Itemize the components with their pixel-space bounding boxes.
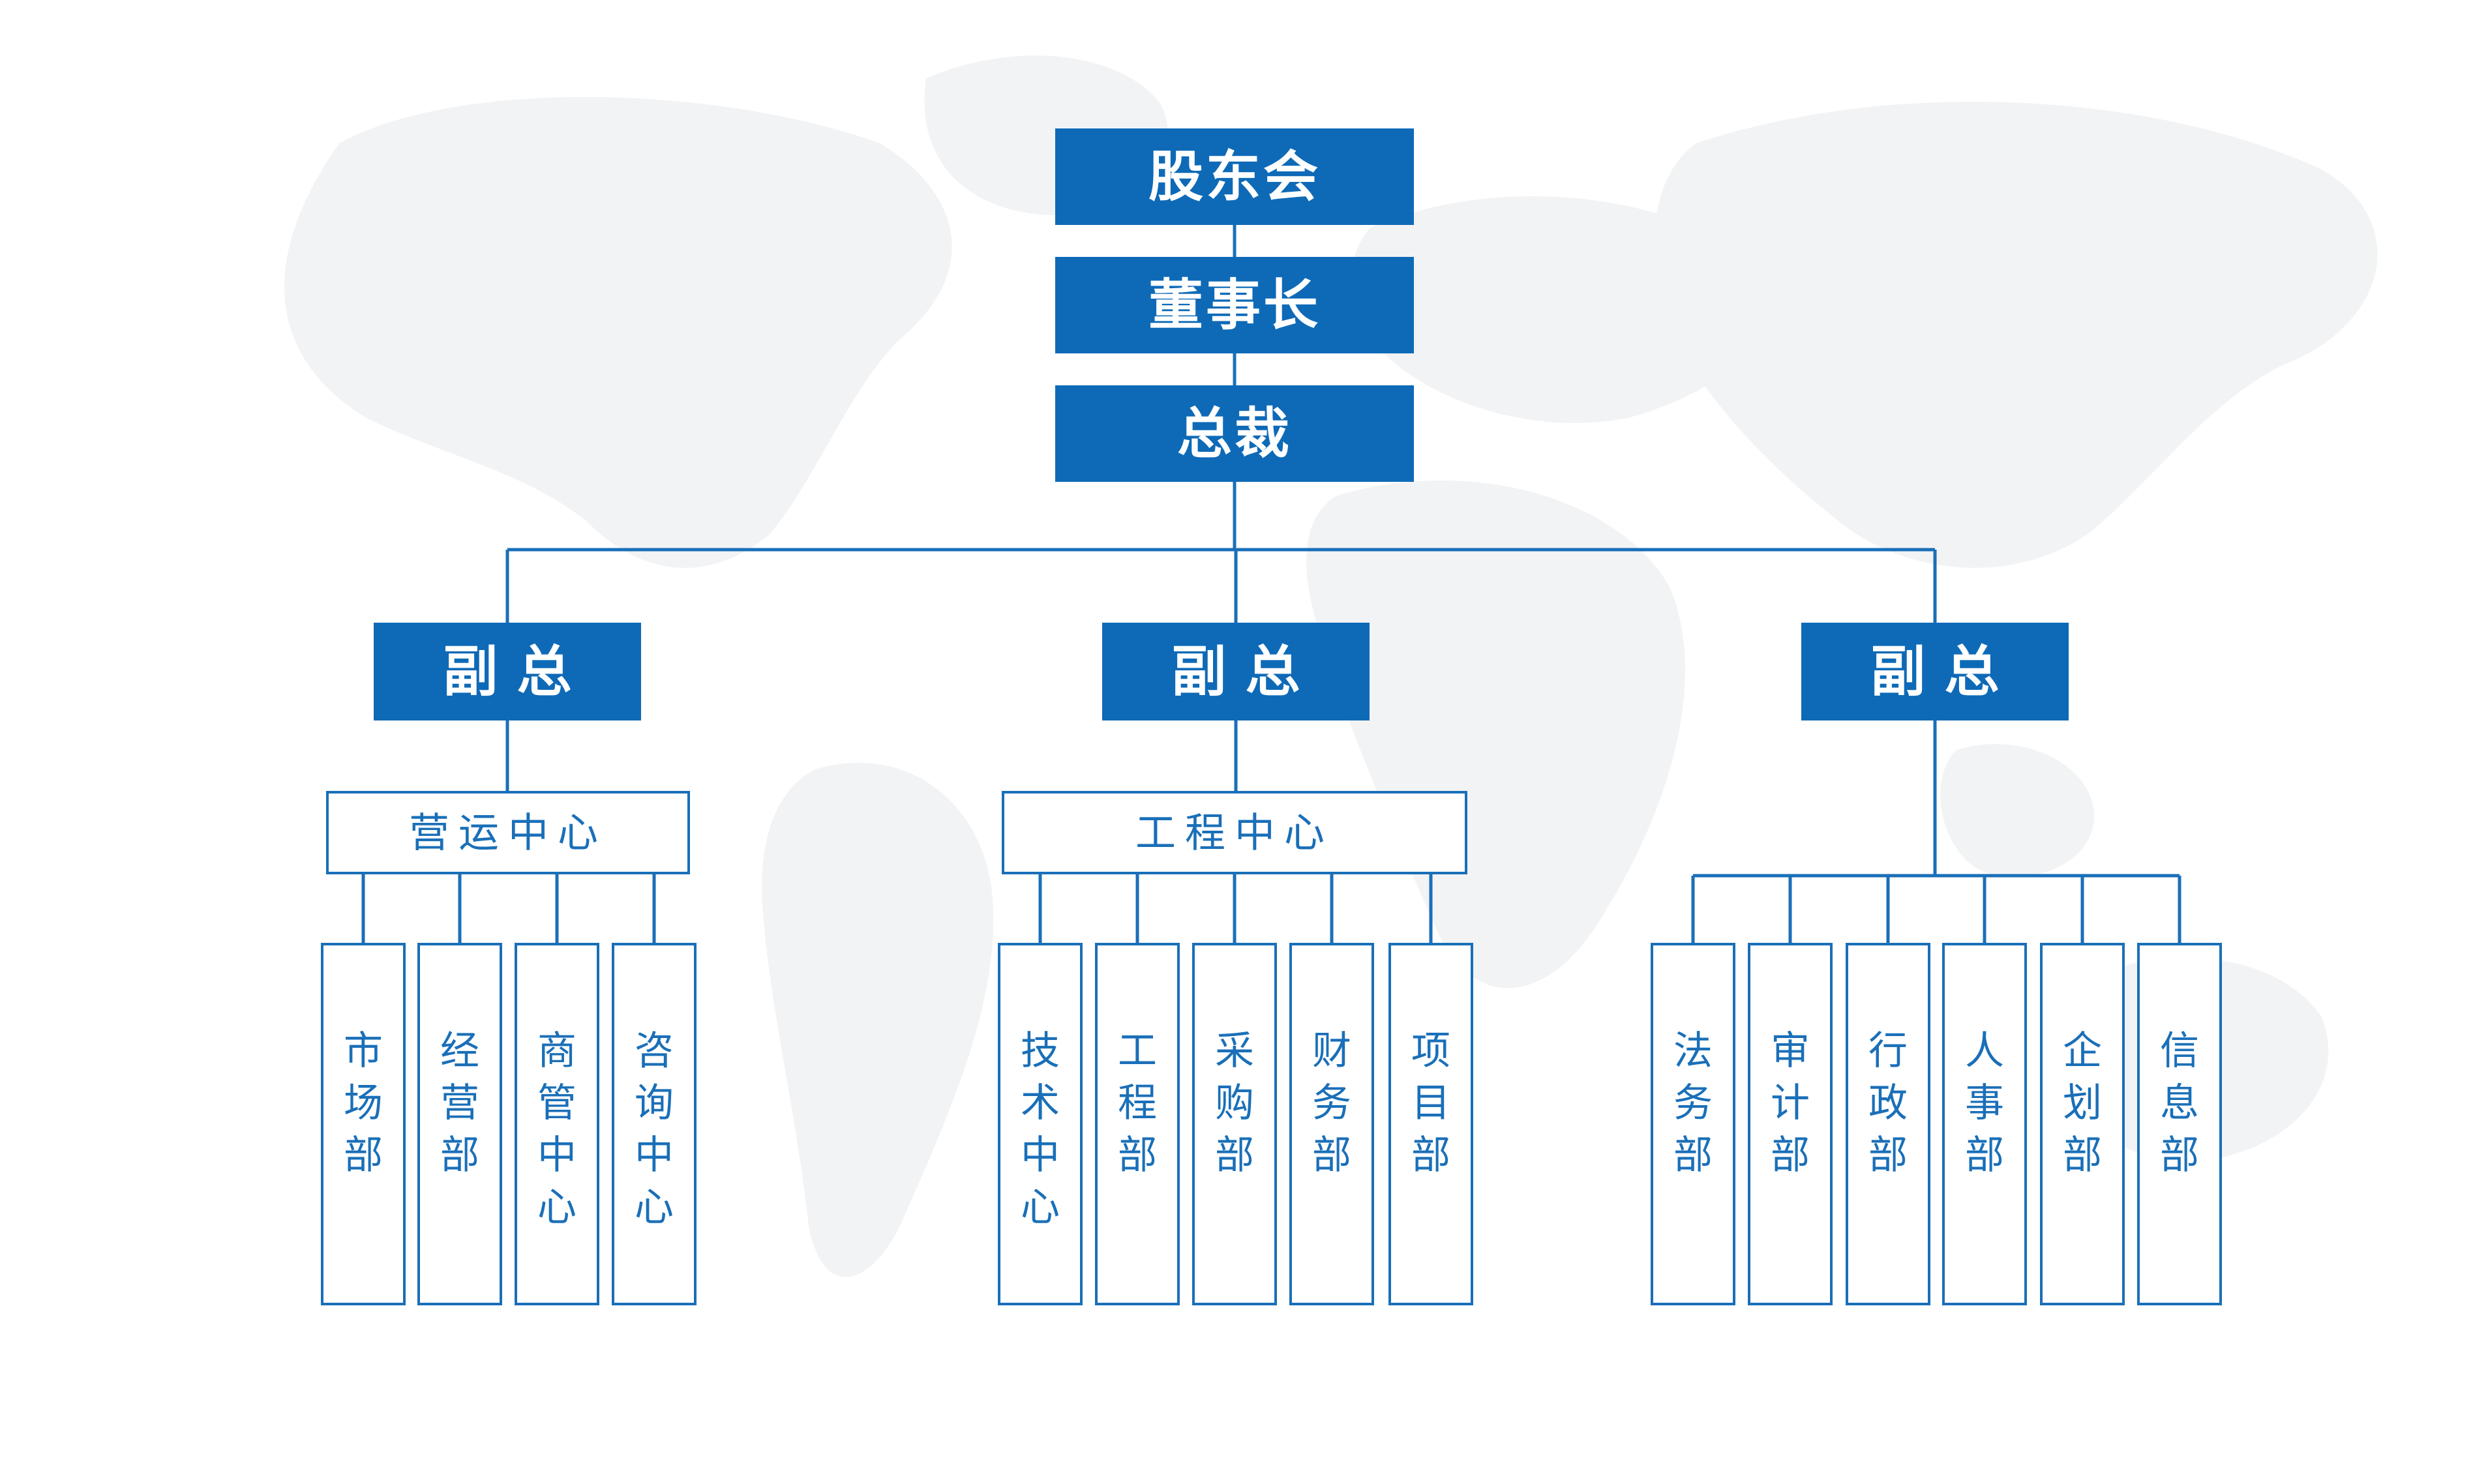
dept-box-middle-4: [1289, 943, 1374, 1305]
dept-node-middle-4: 财务部: [1289, 943, 1374, 1305]
center-box-middle: [1002, 791, 1467, 874]
chairman-label: 董事长: [1148, 273, 1321, 337]
dept-node-middle-3: 采购部: [1192, 943, 1277, 1305]
world-map-background: [284, 55, 2378, 1277]
shareholders-node: 股东会: [1055, 128, 1414, 225]
dept-label-middle-1: 技术中心: [1021, 1028, 1060, 1230]
dept-node-middle-2: 工程部: [1095, 943, 1180, 1305]
dept-box-middle-2: [1095, 943, 1180, 1305]
dept-box-right-3: [1846, 943, 1930, 1305]
dept-node-right-3: 行政部: [1846, 943, 1930, 1305]
connector-lines: [361, 225, 2181, 944]
dept-node-right-6: 信息部: [2137, 943, 2222, 1305]
dept-box-right-5: [2040, 943, 2125, 1305]
dept-label-left-4: 咨询中心: [635, 1028, 674, 1230]
vp-box-right: [1801, 623, 2069, 720]
dept-label-left-2: 经营部: [440, 1028, 479, 1178]
vp-node-right: 副 总: [1801, 623, 2069, 720]
dept-node-right-1: 法务部: [1651, 943, 1735, 1305]
dept-box-right-1: [1651, 943, 1735, 1305]
dept-node-right-4: 人事部: [1942, 943, 2027, 1305]
center-label-left: 营运中心: [409, 809, 607, 857]
dept-label-right-6: 信息部: [2160, 1028, 2199, 1178]
dept-label-middle-3: 采购部: [1215, 1028, 1254, 1178]
dept-box-left-4: [612, 943, 697, 1305]
dept-label-left-1: 市场部: [344, 1028, 383, 1178]
dept-node-middle-5: 项目部: [1388, 943, 1473, 1305]
dept-box-left-2: [417, 943, 502, 1305]
president-box: [1055, 385, 1414, 482]
dept-box-right-4: [1942, 943, 2027, 1305]
dept-box-middle-5: [1388, 943, 1473, 1305]
chairman-box: [1055, 257, 1414, 353]
map-landmass-1: [284, 96, 952, 568]
dept-label-middle-4: 财务部: [1312, 1028, 1351, 1178]
map-landmass-5: [1306, 480, 1685, 988]
dept-box-right-2: [1748, 943, 1833, 1305]
dept-label-middle-2: 工程部: [1118, 1028, 1157, 1178]
map-landmass-6: [1655, 101, 2378, 568]
dept-box-left-3: [515, 943, 599, 1305]
center-node-middle: 工程中心: [1002, 791, 1467, 874]
shareholders-box: [1055, 128, 1414, 225]
dept-node-left-4: 咨询中心: [612, 943, 697, 1305]
dept-node-middle-1: 技术中心: [998, 943, 1083, 1305]
dept-label-right-2: 审计部: [1771, 1028, 1810, 1178]
shareholders-label: 股东会: [1148, 145, 1321, 209]
vp-node-middle: 副 总: [1102, 623, 1370, 720]
dept-box-right-6: [2137, 943, 2222, 1305]
vp-label-right: 副 总: [1870, 640, 1999, 704]
chairman-node: 董事长: [1055, 257, 1414, 353]
dept-node-left-2: 经营部: [417, 943, 502, 1305]
dept-label-middle-5: 项目部: [1411, 1028, 1450, 1178]
vp-node-left: 副 总: [374, 623, 641, 720]
vp-label-left: 副 总: [443, 640, 571, 704]
center-label-middle: 工程中心: [1135, 809, 1334, 857]
dept-label-right-3: 行政部: [1868, 1028, 1908, 1178]
dept-box-left-1: [321, 943, 406, 1305]
map-landmass-8: [1940, 744, 2094, 877]
president-node: 总裁: [1055, 385, 1414, 482]
vp-box-middle: [1102, 623, 1370, 720]
dept-node-left-1: 市场部: [321, 943, 406, 1305]
dept-box-middle-1: [998, 943, 1083, 1305]
dept-box-middle-3: [1192, 943, 1277, 1305]
dept-node-right-5: 企划部: [2040, 943, 2125, 1305]
vp-label-middle: 副 总: [1171, 640, 1300, 704]
vp-box-left: [374, 623, 641, 720]
dept-label-right-5: 企划部: [2063, 1028, 2102, 1178]
center-box-left: [326, 791, 690, 874]
dept-label-right-4: 人事部: [1965, 1028, 2004, 1178]
president-label: 总裁: [1177, 402, 1292, 466]
center-node-left: 营运中心: [326, 791, 690, 874]
dept-node-right-2: 审计部: [1748, 943, 1833, 1305]
dept-node-left-3: 商管中心: [515, 943, 599, 1305]
dept-label-left-3: 商管中心: [537, 1028, 577, 1230]
map-landmass-2: [762, 762, 994, 1277]
dept-label-right-1: 法务部: [1673, 1028, 1713, 1178]
